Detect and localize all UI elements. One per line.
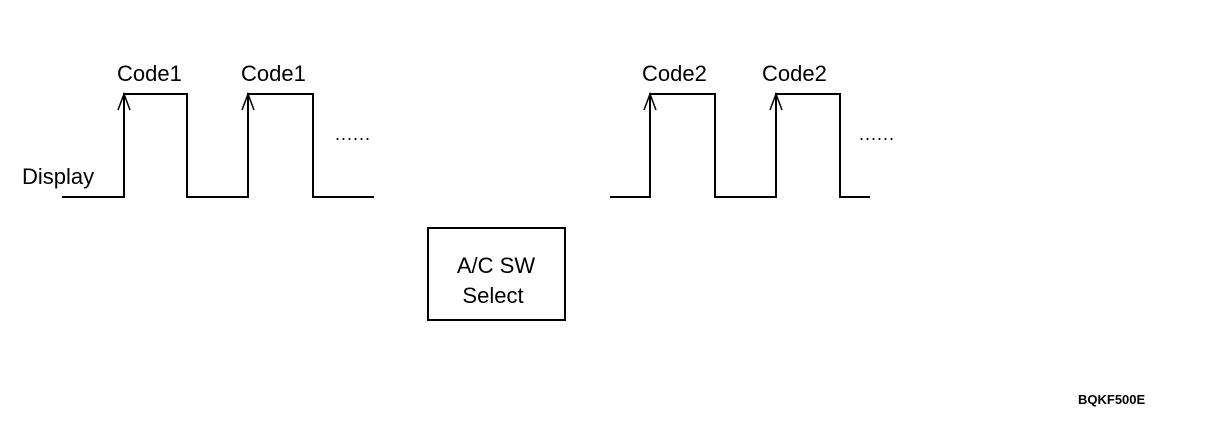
pulse-label-code1-a: Code1 (117, 61, 182, 86)
rising-edge-arrow-1 (117, 91, 131, 111)
figure-id: BQKF500E (1078, 392, 1146, 407)
continuation-dots-left: ...... (335, 124, 371, 144)
rising-edge-arrow-2 (241, 91, 255, 111)
pulse-label-code2-b: Code2 (762, 61, 827, 86)
pulse-label-code1-b: Code1 (241, 61, 306, 86)
display-label: Display (22, 164, 94, 189)
ac-sw-select-line2: Select (462, 283, 523, 308)
ac-sw-select-box (427, 227, 566, 321)
pulse-label-code2-a: Code2 (642, 61, 707, 86)
rising-edge-arrow-3 (643, 91, 657, 111)
waveform-code1 (62, 93, 374, 198)
ac-sw-select-line1: A/C SW (457, 253, 535, 278)
continuation-dots-right: ...... (859, 124, 895, 144)
waveform-code2 (610, 93, 870, 198)
rising-edge-arrow-4 (769, 91, 783, 111)
